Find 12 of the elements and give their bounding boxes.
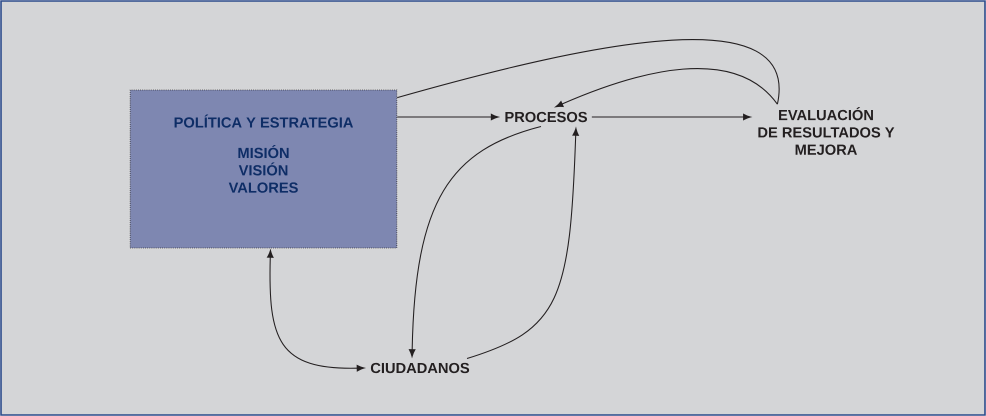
node-label: CIUDADANOS (370, 362, 470, 374)
strategy-box (130, 90, 398, 248)
heading: POLÍTICA Y ESTRATEGIA (174, 114, 354, 128)
arrow (592, 114, 751, 120)
arrow (397, 114, 499, 120)
arrow (408, 126, 542, 357)
node-label: EVALUACIÓN DE RESULTADOS Y MEJORA (758, 107, 894, 155)
arrow (267, 250, 364, 372)
node-label: PROCESOS (505, 112, 587, 122)
value-list: MISIÓN VISIÓN VALORES (228, 145, 298, 193)
arrow (466, 128, 579, 360)
arrow (555, 68, 778, 108)
